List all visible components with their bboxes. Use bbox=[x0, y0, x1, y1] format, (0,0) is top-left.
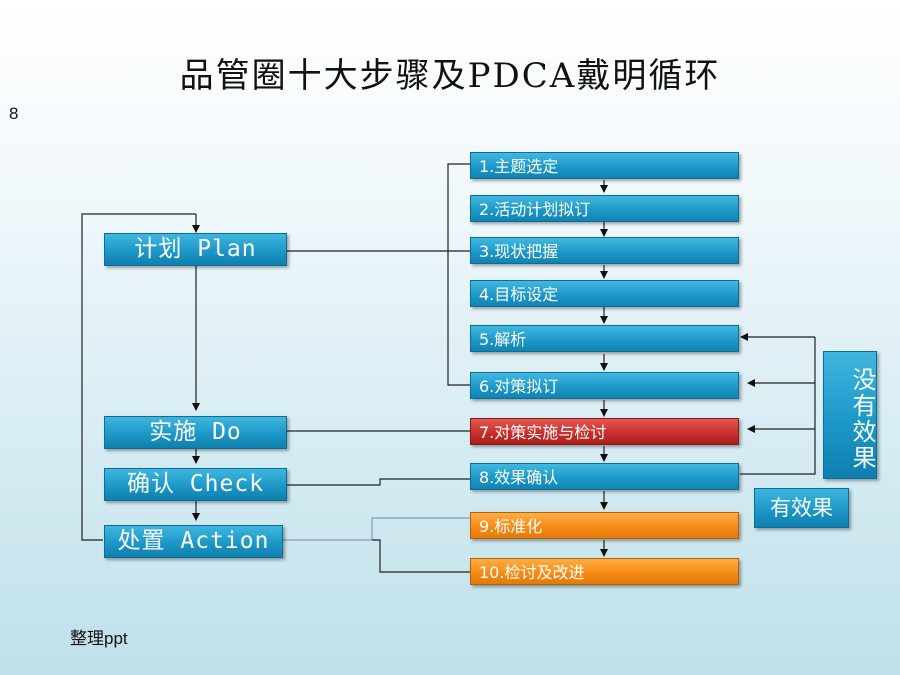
plan-bracket bbox=[447, 163, 470, 386]
phase-check: 确认 Check bbox=[104, 468, 287, 501]
step-6: 6.对策拟订 bbox=[470, 372, 739, 399]
step-2: 2.活动计划拟订 bbox=[470, 195, 739, 222]
step-9: 9.标准化 bbox=[470, 512, 739, 539]
phase-do: 实施 Do bbox=[104, 416, 287, 449]
phase-plan: 计划 Plan bbox=[104, 233, 287, 266]
no-effect-box: 没有效果 bbox=[823, 351, 877, 479]
page-title: 品管圈十大步骤及PDCA戴明循环 bbox=[179, 56, 721, 96]
action-link-2 bbox=[372, 539, 470, 573]
step-1: 1.主题选定 bbox=[470, 152, 739, 179]
step-5: 5.解析 bbox=[470, 325, 739, 352]
phase-action: 处置 Action bbox=[104, 525, 283, 558]
feedback-line bbox=[740, 337, 816, 475]
step-4: 4.目标设定 bbox=[470, 280, 739, 307]
step-3: 3.现状把握 bbox=[470, 237, 739, 264]
footer-text: 整理ppt bbox=[70, 629, 128, 648]
effect-box: 有效果 bbox=[754, 488, 849, 528]
action-link bbox=[283, 517, 470, 541]
check-link bbox=[287, 478, 470, 486]
step-7: 7.对策实施与检讨 bbox=[470, 418, 739, 445]
step-10: 10.检讨及改进 bbox=[470, 558, 739, 585]
slide-number: 8 bbox=[9, 104, 19, 123]
step-8: 8.效果确认 bbox=[470, 463, 739, 490]
loop-line bbox=[81, 213, 196, 541]
